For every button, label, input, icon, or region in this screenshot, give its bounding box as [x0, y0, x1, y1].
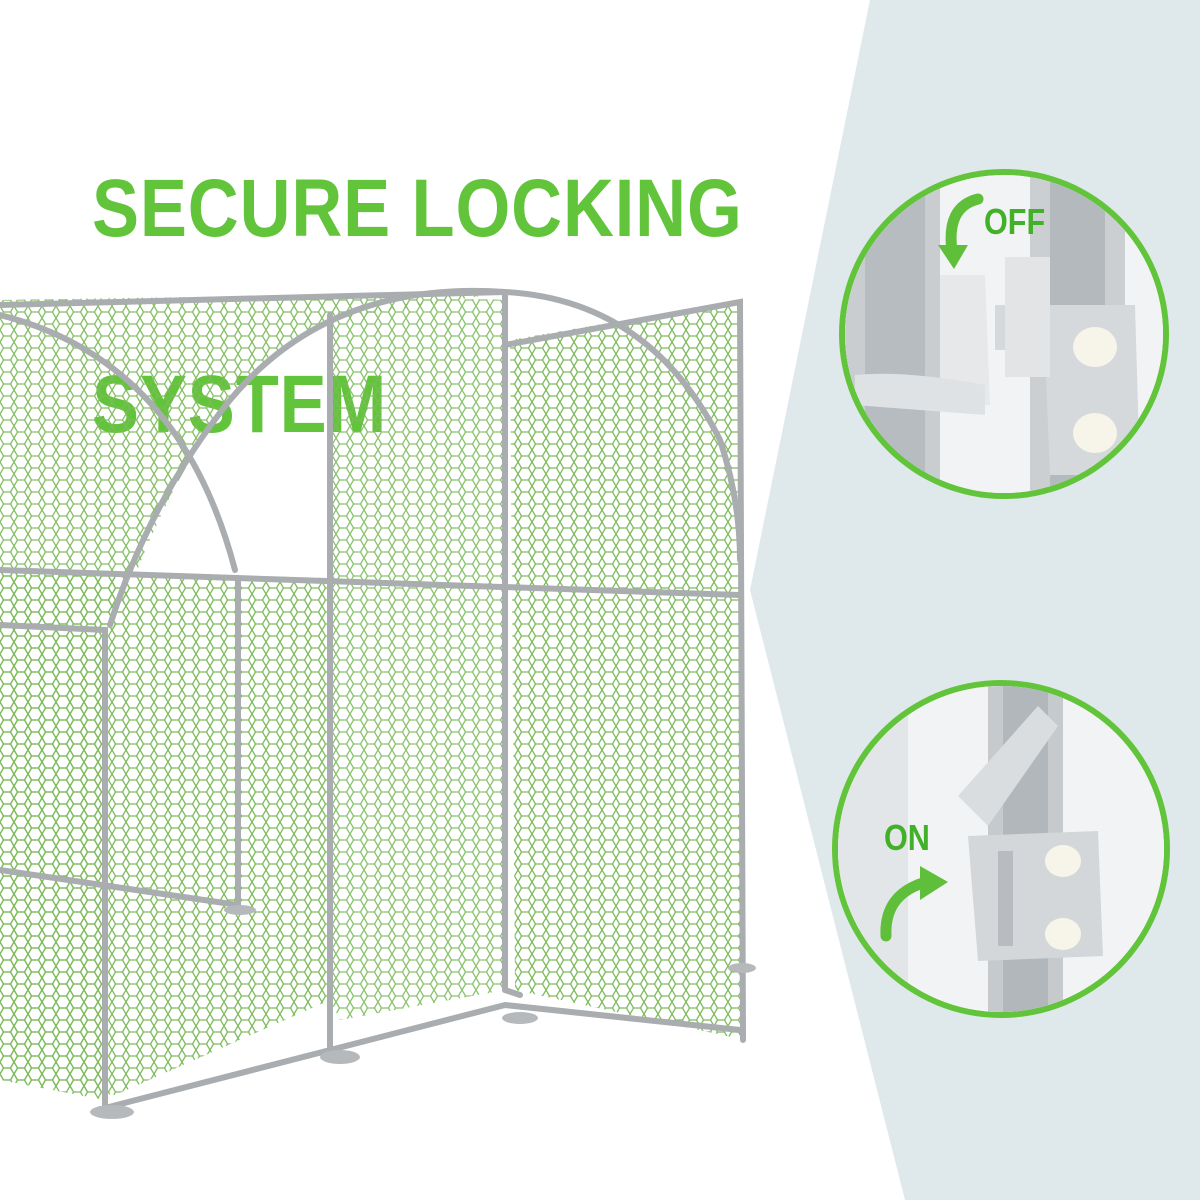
curved-arrow-down-icon — [938, 193, 984, 269]
off-label: OFF — [984, 201, 1046, 242]
cage-door-mesh — [510, 300, 745, 1040]
latch-closed-image — [838, 686, 1164, 1012]
latch-on-detail — [838, 686, 1164, 1012]
on-label: ON — [884, 817, 930, 858]
headline-line-1: SECURE LOCKING — [92, 163, 743, 254]
cage-front-opening-mesh — [330, 299, 505, 1021]
cage-illustration — [0, 287, 756, 1119]
curved-arrow-up-icon — [880, 866, 948, 942]
cage-side-mesh — [0, 620, 105, 1100]
